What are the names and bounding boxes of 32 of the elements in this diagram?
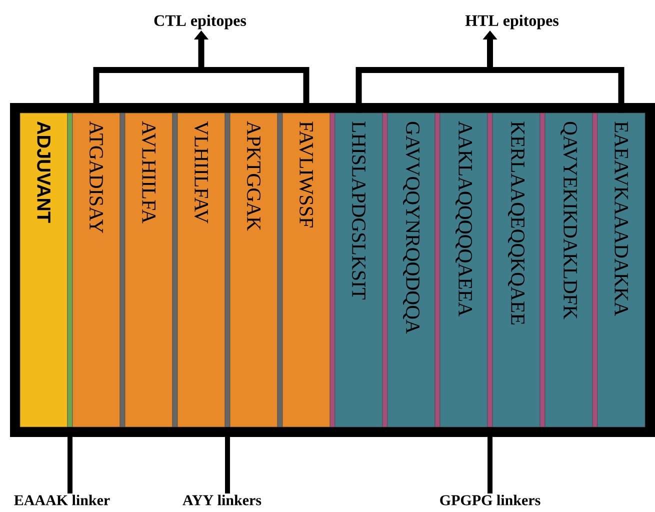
linker-bar bbox=[540, 112, 546, 428]
epitope-segment: LHISLAPDGSLKSIT bbox=[334, 112, 383, 428]
leader-line bbox=[68, 427, 72, 494]
linker-bar bbox=[434, 112, 440, 428]
linker-bar bbox=[330, 112, 336, 428]
linker-bar bbox=[592, 112, 598, 428]
linker-bar bbox=[382, 112, 388, 428]
linker-label: AYY linkers bbox=[182, 494, 262, 506]
epitope-segment: VLHIILFAV bbox=[177, 112, 226, 428]
linker-bar bbox=[67, 112, 73, 428]
epitope-segment: FAVLIWSSF bbox=[282, 112, 330, 428]
linker-label: GPGPG linkers bbox=[440, 494, 540, 506]
epitope-segment: QAVYEKIKDAKLDFK bbox=[544, 112, 593, 428]
group-label: CTL epitopes bbox=[154, 14, 246, 30]
linker-bar bbox=[172, 112, 178, 428]
leader-line bbox=[225, 427, 230, 494]
epitope-segment: ATGADISAY bbox=[72, 112, 120, 428]
linker-bar bbox=[277, 112, 283, 428]
group-label: HTL epitopes bbox=[465, 14, 559, 30]
linker-bar bbox=[120, 112, 126, 428]
epitope-segment: AVLHIILFA bbox=[124, 112, 173, 428]
epitope-segment: EAEAVKAAADAKKA bbox=[597, 112, 646, 428]
epitope-segment: GAVVQQYNRQQDQQA bbox=[387, 112, 436, 428]
linker-bar bbox=[224, 112, 230, 428]
epitope-segment: AAKLAQQQQQAEEA bbox=[440, 112, 488, 428]
linker-bar bbox=[487, 112, 493, 428]
leader-line bbox=[488, 427, 492, 494]
adjuvant-segment: ADJUVANT bbox=[20, 112, 68, 428]
epitope-segment: APKTGGAK bbox=[230, 112, 278, 428]
linker-label: EAAAK linker bbox=[14, 494, 110, 506]
construct-frame bbox=[10, 103, 655, 437]
epitope-segment: KERLAAQEQQKQAEE bbox=[492, 112, 540, 428]
